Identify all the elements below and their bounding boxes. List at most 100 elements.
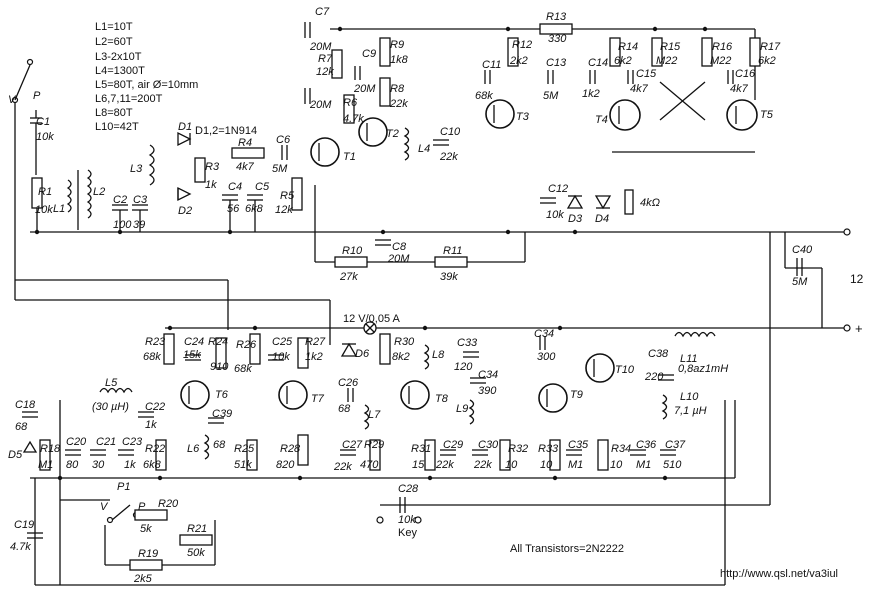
coil-l6: L6 68	[187, 434, 226, 460]
resistor-r26: R26 68k	[234, 333, 261, 375]
c33-value: 120	[454, 361, 473, 373]
c9-label: C9	[362, 48, 376, 60]
trimmer-c21: C21 30	[90, 436, 116, 471]
c18-label: C18	[15, 399, 36, 411]
c6-value: 5M	[272, 163, 288, 175]
l1-label: L1	[53, 203, 65, 215]
terminal-12-label: 12	[850, 272, 864, 286]
c23-label: C23	[122, 436, 143, 448]
coil-note: L4=1300T	[95, 65, 145, 77]
resistor-r15: R15 M22	[651, 37, 681, 67]
d3-label: D3	[568, 213, 583, 225]
ground-terminal[interactable]	[843, 228, 851, 236]
transistor-note: All Transistors=2N2222	[510, 543, 624, 555]
key-label: Key	[398, 527, 417, 539]
capacitor-c37: C37 510	[660, 439, 686, 471]
c34-value: 300	[537, 351, 556, 363]
diode-d2: D2	[177, 186, 192, 217]
capacitor-c23: C23 1k	[118, 436, 143, 471]
r20-label: R20	[158, 498, 179, 510]
r18-label: R18	[40, 443, 61, 455]
r29-label: R29	[364, 439, 384, 451]
key-terminal[interactable]	[414, 516, 422, 524]
r1-value: 10k	[35, 204, 53, 216]
capacitor-c27: C27 22k	[333, 439, 363, 473]
supply-terminal[interactable]	[843, 324, 851, 332]
c3-label: C3	[133, 194, 148, 206]
r24-label: R24	[208, 336, 228, 348]
resistor-r22: R22 6k8	[143, 439, 167, 471]
capacitor-c34: C34 300	[534, 328, 556, 363]
r28-value: 820	[276, 459, 295, 471]
l5-value: (30 µH)	[92, 401, 129, 413]
l4-label: L4	[418, 143, 430, 155]
c26-value: 68	[338, 403, 351, 415]
r6-label: R6	[343, 97, 358, 109]
r13-value: 330	[548, 33, 567, 45]
c30-label: C30	[478, 439, 499, 451]
c27-value: 22k	[333, 461, 352, 473]
varicap-d5: D5	[8, 440, 38, 461]
resistor-r11: R11 39k	[434, 245, 468, 283]
transistor-t2: T2	[358, 117, 399, 147]
transistor-t3: T3	[485, 99, 530, 129]
coil-l5: L5 (30 µH)	[92, 377, 133, 413]
potentiometer-r21[interactable]: R21 50k	[179, 523, 213, 559]
t1-label: T1	[343, 151, 356, 163]
resistor-r18: R18 M1	[38, 439, 61, 471]
r33-label: R33	[538, 443, 559, 455]
l7-label: L7	[368, 409, 381, 421]
c4-value: 56	[227, 203, 240, 215]
resistor-r34: R34 10	[597, 439, 631, 471]
r11-label: R11	[443, 245, 462, 257]
transistor-t8: T8	[400, 380, 449, 410]
switch-p1-label: P1	[117, 481, 130, 493]
diode-d4: D4	[594, 195, 612, 225]
c24-value: 15k	[183, 349, 201, 361]
resistor-r24: R24 910	[208, 336, 229, 373]
coil-l7: L7	[363, 404, 381, 430]
r5-label: R5	[280, 190, 295, 202]
c2-label: C2	[113, 194, 127, 206]
switch-v-label: V	[8, 94, 17, 106]
c23-value: 1k	[124, 459, 136, 471]
l5-label: L5	[105, 377, 118, 389]
r15-label: R15	[660, 41, 681, 53]
r33-value: 10	[540, 459, 553, 471]
r23-label: R23	[145, 336, 166, 348]
capacitor-c18: C18 68	[15, 399, 38, 433]
c22-value: 1k	[145, 419, 157, 431]
r15-value: M22	[656, 55, 677, 67]
l6-label: L6	[187, 443, 200, 455]
potentiometer-r20[interactable]: R20 5k	[134, 498, 179, 535]
capacitor-c26: C26 68	[338, 377, 359, 415]
c35h-label: C34	[478, 369, 498, 381]
capacitor-c5: C5 6k8	[245, 181, 270, 232]
r18-value: M1	[38, 459, 53, 471]
transistor-t6: T6	[180, 380, 229, 410]
c15-value: 4k7	[630, 83, 649, 95]
coil-note: L3-2x10T	[95, 51, 142, 63]
c25-label: C25	[272, 336, 293, 348]
c35-value: M1	[568, 459, 583, 471]
band-switch-top[interactable]: V P	[8, 58, 41, 107]
r7-label: R7	[318, 53, 333, 65]
c5-label: C5	[255, 181, 270, 193]
transistor-t7: T7	[278, 380, 325, 410]
coil-note: L1=10T	[95, 21, 133, 33]
transistor-t5: T5	[726, 99, 774, 131]
resistor-r9: R9 1k8	[379, 37, 409, 67]
r9-label: R9	[390, 39, 404, 51]
c36-label: C36	[636, 439, 657, 451]
r17-label: R17	[760, 41, 781, 53]
r6-value: 4.7k	[343, 113, 364, 125]
capacitor-c11: C11 68k	[475, 59, 501, 102]
r32-label: R32	[508, 443, 528, 455]
c8-value: 20M	[387, 253, 410, 265]
resistor-r5: R5 12k	[275, 177, 303, 216]
key-terminal[interactable]	[376, 516, 384, 524]
headphones-label: 4kΩ	[640, 197, 660, 209]
c21-value: 30	[92, 459, 105, 471]
r7-value: 12k	[316, 66, 334, 78]
capacitor-c38: C38 220	[644, 348, 674, 383]
